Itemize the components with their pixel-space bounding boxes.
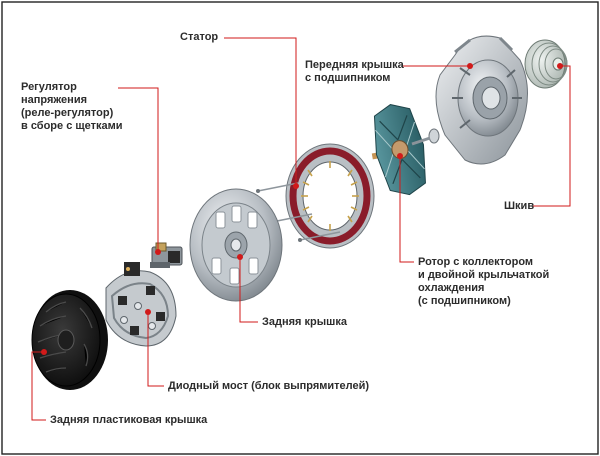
label-front-cover-line-2: с подшипником — [305, 72, 391, 84]
label-rotor-line-4: (с подшипником) — [418, 295, 511, 307]
voltage-regulator-illustration — [150, 242, 183, 268]
marker-pulley — [557, 63, 563, 69]
rear-cover-illustration — [189, 188, 283, 302]
rotor-illustration — [371, 104, 440, 196]
label-pulley: Шкив — [504, 200, 535, 212]
front-cover-illustration — [435, 35, 528, 165]
leader-line-diode-bridge — [147, 312, 164, 387]
stator-illustration — [285, 143, 375, 249]
marker-front-cover — [467, 63, 473, 69]
leader-line-regulator — [118, 87, 159, 252]
label-diode-bridge: Диодный мост (блок выпрямителей) — [168, 380, 370, 392]
marker-rear-cover — [237, 254, 243, 260]
pulley-illustration — [524, 39, 568, 89]
label-regulator-line-3: (реле-регулятор) — [21, 107, 114, 119]
diode-bridge-illustration — [105, 262, 177, 347]
leader-line-rear-cover — [239, 257, 258, 323]
marker-rotor — [397, 153, 403, 159]
label-regulator-line-1: Регулятор — [21, 81, 77, 93]
leader-line-rear-plastic-cover — [31, 351, 46, 421]
label-regulator: Регулятор напряжения (реле-регулятор) в … — [21, 81, 123, 133]
label-regulator-line-4: в сборе с щетками — [21, 120, 123, 132]
label-front-cover: Передняя крышка с подшипником — [305, 59, 404, 85]
marker-regulator — [155, 249, 161, 255]
label-rotor: Ротор с коллектором и двойной крыльчатко… — [418, 256, 549, 308]
label-stator: Статор — [180, 31, 219, 43]
label-front-cover-line-1: Передняя крышка — [305, 59, 404, 71]
label-rear-plastic-cover: Задняя пластиковая крышка — [50, 414, 208, 426]
rear-plastic-cover-illustration — [31, 290, 108, 390]
label-rotor-line-1: Ротор с коллектором — [418, 256, 534, 268]
label-regulator-line-2: напряжения — [21, 94, 87, 106]
marker-rear-plastic-cover — [41, 349, 47, 355]
leader-line-rotor — [399, 156, 414, 263]
leader-line-pulley — [533, 65, 571, 207]
label-rear-cover: Задняя крышка — [262, 316, 347, 328]
label-rotor-line-3: охлаждения — [418, 282, 485, 294]
label-rotor-line-2: и двойной крыльчаткой — [418, 269, 550, 281]
marker-diode-bridge — [145, 309, 151, 315]
leader-markers — [41, 63, 563, 355]
leader-line-stator — [224, 37, 297, 186]
leader-lines — [31, 37, 571, 421]
marker-stator — [293, 183, 299, 189]
